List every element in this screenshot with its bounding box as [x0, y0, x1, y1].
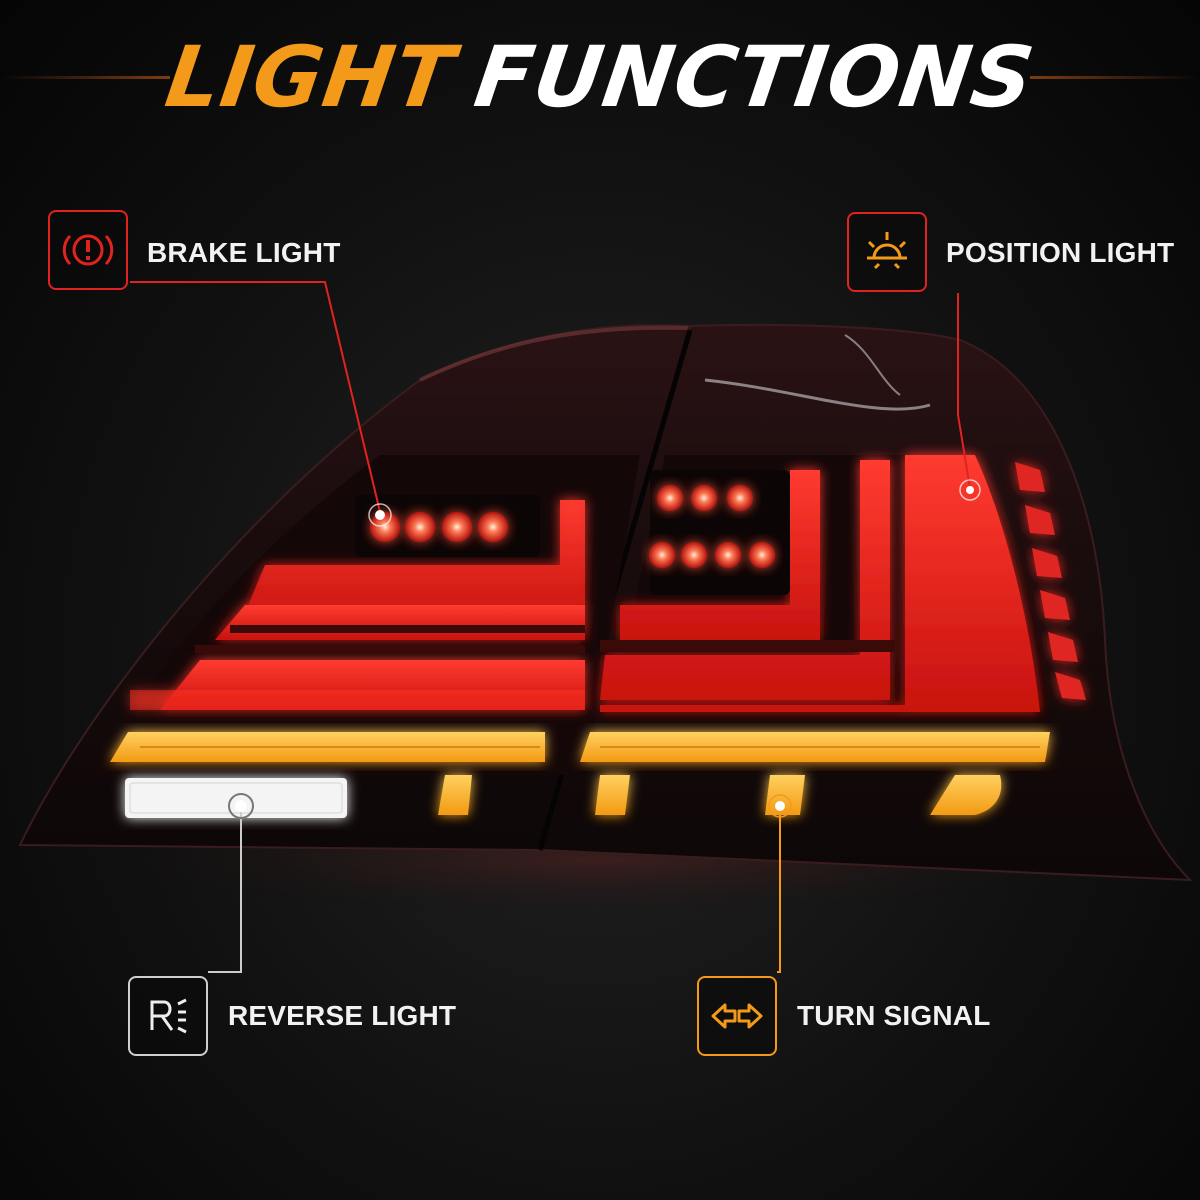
sun-icon	[867, 232, 907, 270]
reverse-light-icon-box	[128, 976, 208, 1056]
position-light-icon-box	[847, 212, 927, 292]
brake-warning-icon	[62, 234, 114, 266]
reverse-light-label: REVERSE LIGHT	[228, 1000, 457, 1031]
turn-arrows-icon	[711, 1003, 763, 1029]
brake-light-label: BRAKE LIGHT	[147, 237, 341, 268]
reverse-light-icon	[150, 998, 187, 1034]
title-divider-right	[1030, 76, 1200, 79]
turn-signal-label: TURN SIGNAL	[797, 1000, 991, 1031]
position-light-label: POSITION LIGHT	[946, 237, 1175, 268]
brake-light-icon-box	[48, 210, 128, 290]
title-divider-left	[0, 76, 170, 79]
turn-signal-icon-box	[697, 976, 777, 1056]
